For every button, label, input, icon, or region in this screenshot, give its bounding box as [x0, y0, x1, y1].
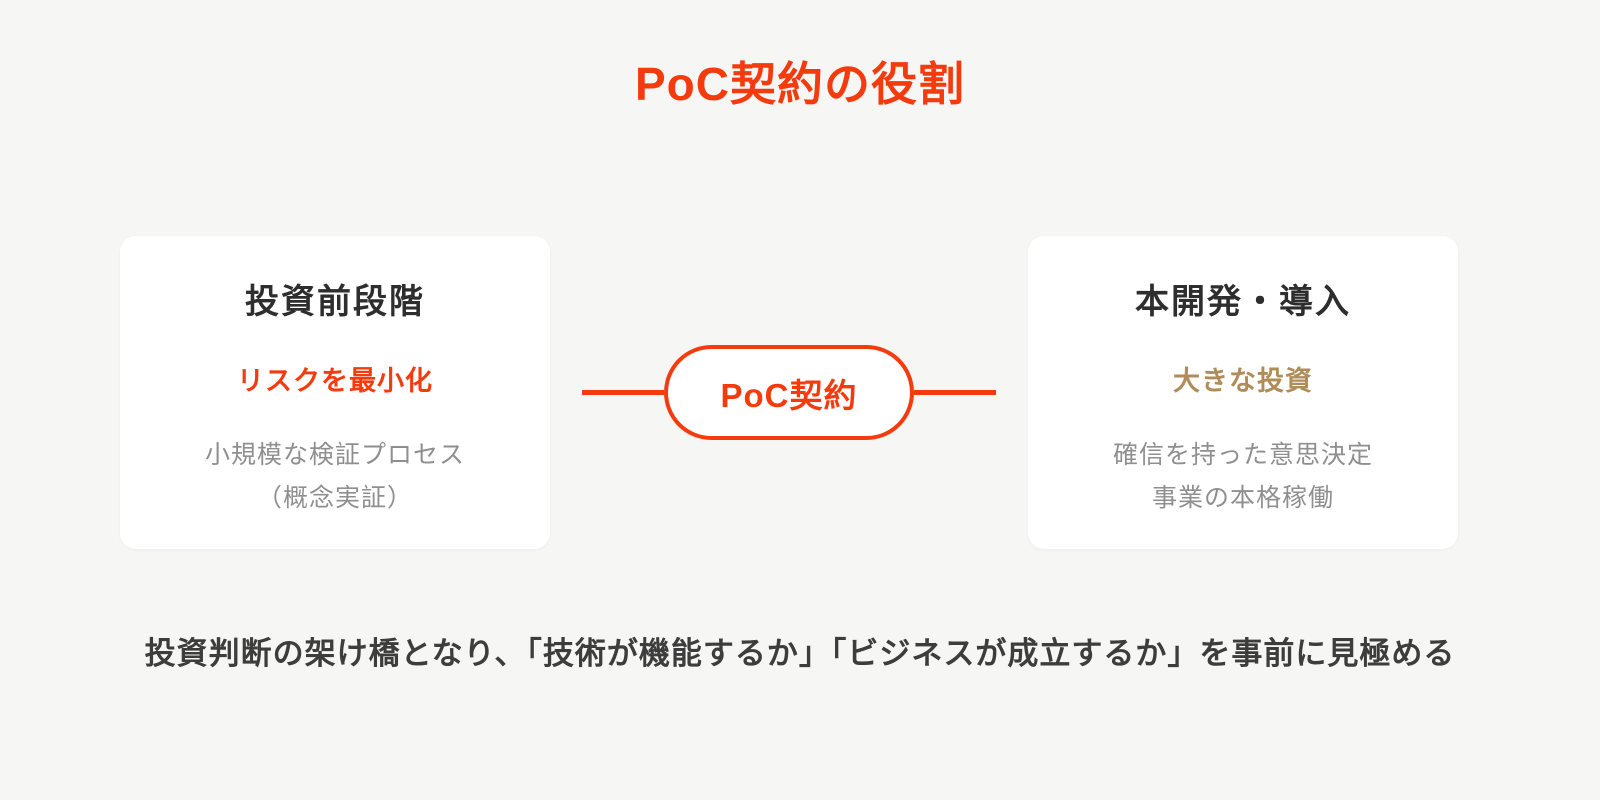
card-pre-investment-body: 小規模な検証プロセス （概念実証） — [120, 434, 550, 519]
card-full-development-title: 本開発・導入 — [1135, 283, 1351, 321]
body-line: 確信を持った意思決定 — [1112, 441, 1373, 469]
page-title: PoC契約の役割 — [635, 58, 965, 110]
card-full-development-highlight: 大きな投資 — [1173, 366, 1313, 396]
poc-contract-pill-label: PoC契約 — [720, 376, 858, 414]
card-pre-investment: 投資前段階 リスクを最小化 小規模な検証プロセス （概念実証） — [120, 236, 550, 549]
connector-line-left — [582, 390, 664, 395]
connector-line-right — [914, 390, 996, 395]
card-full-development: 本開発・導入 大きな投資 確信を持った意思決定 事業の本格稼働 — [1028, 236, 1458, 549]
body-line: 小規模な検証プロセス — [204, 441, 465, 469]
card-full-development-body: 確信を持った意思決定 事業の本格稼働 — [1028, 434, 1458, 519]
footer-summary: 投資判断の架け橋となり、「技術が機能するか」「ビジネスが成立するか」を事前に見極… — [144, 636, 1456, 671]
connector: PoC契約 — [550, 236, 1028, 549]
card-pre-investment-title: 投資前段階 — [245, 283, 425, 321]
body-line: 事業の本格稼働 — [1151, 483, 1334, 512]
card-pre-investment-highlight: リスクを最小化 — [237, 366, 433, 396]
poc-contract-pill: PoC契約 — [664, 345, 914, 440]
body-line: （概念実証） — [256, 483, 413, 512]
